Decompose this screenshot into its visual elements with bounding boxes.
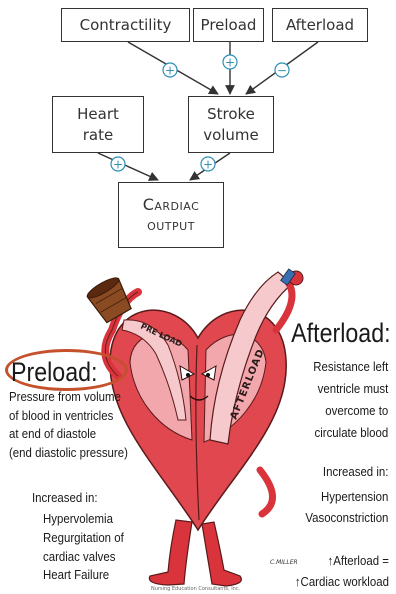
preload-increased-list: Hypervolemia Regurgitation of cardiac va… (43, 510, 124, 585)
sign-preload: + (223, 55, 237, 70)
heart-right-leg (202, 522, 241, 586)
afterload-equation: ↑Afterload = ↑Cardiac workload (295, 550, 389, 592)
preload-item-hypervolemia: Hypervolemia (43, 510, 124, 529)
afterload-equation-line1: ↑Afterload = (295, 550, 389, 571)
afterload-increased-list: Hypertension Vasoconstriction (305, 486, 388, 528)
afterload-item-vasoconstriction: Vasoconstriction (305, 507, 388, 528)
svg-text:+: + (113, 158, 123, 172)
publisher-note: Nursing Education Consultants, Inc. (151, 586, 240, 592)
afterload-equation-line2: ↑Cardiac workload (295, 571, 389, 592)
cardiac-output-line1: Cardiac (143, 194, 200, 215)
afterload-description: Resistance left ventricle must overcome … (313, 356, 388, 444)
svg-text:+: + (203, 158, 213, 172)
afterload-box: Afterload (272, 8, 368, 42)
svg-text:+: + (225, 56, 235, 70)
heart-rate-box: Heart rate (52, 96, 144, 153)
afterload-item-hypertension: Hypertension (305, 486, 388, 507)
svg-text:+: + (165, 64, 175, 78)
preload-increased-title: Increased in: (32, 490, 98, 505)
afterload-title: Afterload: (292, 318, 391, 349)
preload-item-valves: cardiac valves (43, 548, 124, 567)
cardiac-output-line2: output (147, 215, 195, 236)
heart-right-arm-lower (260, 470, 273, 514)
sign-stroke-volume: + (201, 157, 215, 172)
cardiac-output-box: Cardiac output (118, 182, 224, 248)
arrow-heart-rate-to-cardiac-output (98, 153, 158, 180)
afterload-increased-title: Increased in: (322, 464, 388, 479)
svg-text:−: − (277, 64, 287, 78)
artist-signature: C.MILLER (270, 559, 298, 566)
preload-item-heart-failure: Heart Failure (43, 566, 124, 585)
preload-item-regurgitation: Regurgitation of (43, 529, 124, 548)
preload-box: Preload (193, 8, 264, 42)
contractility-box: Contractility (61, 8, 190, 42)
preload-description: Pressure from volume of blood in ventric… (9, 388, 141, 462)
sign-afterload: − (275, 63, 289, 78)
stroke-volume-box: Stroke volume (188, 96, 274, 153)
preload-title: Preload: (11, 357, 97, 388)
sign-contractility: + (163, 63, 177, 78)
heart-left-leg (149, 520, 192, 585)
preload-bucket (85, 275, 135, 325)
sign-heart-rate: + (111, 157, 125, 172)
